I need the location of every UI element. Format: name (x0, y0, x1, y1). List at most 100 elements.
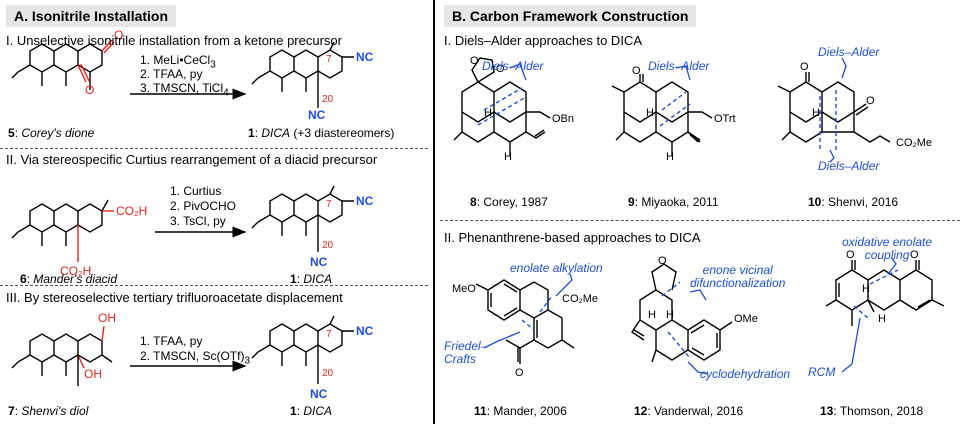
annotation-leader (687, 361, 709, 375)
structure-dica-c (251, 315, 354, 384)
annotation-diels-alder: Diels–Alder (648, 59, 710, 73)
section-b2-title: II. Phenanthrene-based approaches to DIC… (444, 230, 701, 245)
structure-dica-a (251, 41, 354, 108)
atom-label-h: H (666, 309, 674, 321)
panel-a-title: A. Isonitrile Installation (6, 5, 177, 27)
caption-compound-5: 5: Corey's dione (8, 126, 95, 140)
atom-label-o: O (800, 61, 809, 73)
atom-label-co2me: CO₂Me (896, 137, 932, 149)
annotation-diels-alder: Diels–Alder (818, 45, 880, 59)
atom-label-co2me: CO₂Me (562, 293, 598, 305)
section-divider (0, 285, 428, 286)
caption-dica-1a: 1: DICA (+3 diastereomers) (248, 126, 395, 140)
diels-alder-bond (659, 91, 691, 127)
atom-label-oh: OH (98, 311, 116, 325)
structure-corey-dione (11, 39, 115, 90)
structure-10 (777, 72, 891, 143)
caption-compound-6: 6: Mander's diacid (20, 272, 118, 286)
annotation-leader (509, 63, 527, 81)
atom-label-o: O (632, 65, 641, 77)
caption-compound-10: 10: Shenvi, 2016 (808, 195, 899, 209)
atom-label-obn: OBn (552, 113, 574, 125)
annotation-leader (829, 149, 835, 163)
section-b1-title: I. Diels–Alder approaches to DICA (444, 33, 642, 48)
diels-alder-bond (477, 87, 527, 126)
structure-shenvi-diol (11, 325, 113, 386)
atom-label-h: H (878, 313, 886, 325)
caption-compound-13: 13: Thomson, 2018 (820, 404, 924, 418)
atom-label-o: O (846, 249, 855, 261)
caption-compound-12: 12: Vanderwal, 2016 (634, 404, 744, 418)
atom-label-h: H (812, 107, 820, 119)
atom-label-o: O (910, 249, 919, 261)
atom-label-h: H (484, 107, 492, 119)
caption-compound-9: 9: Miyaoka, 2011 (628, 195, 719, 209)
caption-dica-1b: 1: DICA (290, 272, 333, 286)
atom-label-o: O (866, 95, 875, 107)
bond-formation (661, 281, 691, 359)
annotation-friedel-crafts: Friedel–Crafts (444, 339, 488, 366)
atom-label-o: O (85, 83, 94, 97)
annotation-cyclodehydration: cyclodehydration (700, 367, 791, 381)
atom-label-o: O (515, 367, 524, 379)
structure-dica-b (251, 185, 354, 252)
bond-formation (521, 295, 553, 331)
atom-label-o: O (470, 55, 479, 67)
atom-label-o: O (496, 63, 505, 75)
c20-label: 20 (322, 368, 334, 379)
annotation-diels-alder: Diels–Alder (818, 159, 880, 173)
reagent-line: 3. TsCl, py (170, 214, 226, 228)
caption-compound-8: 8: Corey, 1987 (470, 195, 548, 209)
isonitrile-label: NC (310, 387, 328, 401)
section-a3-title: III. By stereoselective tertiary trifluo… (6, 290, 343, 305)
isonitrile-label: NC (356, 50, 374, 64)
atom-label-otrt: OTrt (714, 113, 736, 125)
atom-label-meo: MeO (452, 283, 476, 295)
caption-compound-11: 11: Mander, 2006 (474, 404, 567, 418)
atom-label-h: H (504, 151, 512, 163)
reagent-line: 1. MeLi•CeCl3 (140, 53, 216, 71)
annotation-leader (689, 289, 707, 301)
isonitrile-label: NC (308, 108, 326, 122)
atom-label-h: H (646, 107, 654, 119)
atom-label-o: O (658, 255, 667, 267)
c20-label: 20 (322, 240, 334, 251)
atom-label-ome: OMe (734, 313, 758, 325)
annotation-leader (841, 57, 847, 79)
c7-label: 7 (326, 199, 332, 210)
bond-formation (853, 269, 899, 319)
reagent-line: 2. PivOCHO (170, 199, 237, 213)
structure-11 (475, 279, 575, 364)
structure-mander-diacid (11, 199, 114, 262)
c7-label: 7 (326, 329, 332, 340)
annotation-leader (675, 65, 691, 81)
isonitrile-label: NC (356, 194, 374, 208)
structure-8 (453, 57, 551, 156)
annotation-leader (841, 317, 861, 373)
c20-label: 20 (322, 94, 334, 105)
section-divider (0, 148, 428, 149)
annotation-leader (483, 331, 521, 349)
reagent-line: 1. Curtius (170, 184, 222, 198)
annotation-diels-alder: Diels–Alder (482, 59, 544, 73)
atom-label-h: H (648, 309, 656, 321)
atom-label-h: H (862, 283, 870, 295)
annotation-rcm: RCM (808, 365, 836, 379)
section-a1-title: I. Unselective isonitrile installation f… (6, 33, 342, 48)
section-a2-title: II. Via stereospecific Curtius rearrange… (6, 152, 378, 167)
structure-12 (631, 263, 733, 363)
isonitrile-label: NC (310, 255, 328, 269)
structure-9 (611, 74, 713, 156)
diels-alder-bond (819, 90, 837, 150)
annotation-leader (887, 257, 897, 275)
atom-label-o: O (114, 28, 123, 42)
caption-compound-7: 7: Shenvi's diol (8, 404, 89, 418)
isonitrile-label: NC (356, 324, 374, 338)
caption-dica-1c: 1: DICA (290, 404, 333, 418)
panel-divider (433, 0, 435, 424)
panel-b-title: B. Carbon Framework Construction (444, 5, 697, 27)
atom-label-co2h: CO₂H (116, 204, 147, 218)
